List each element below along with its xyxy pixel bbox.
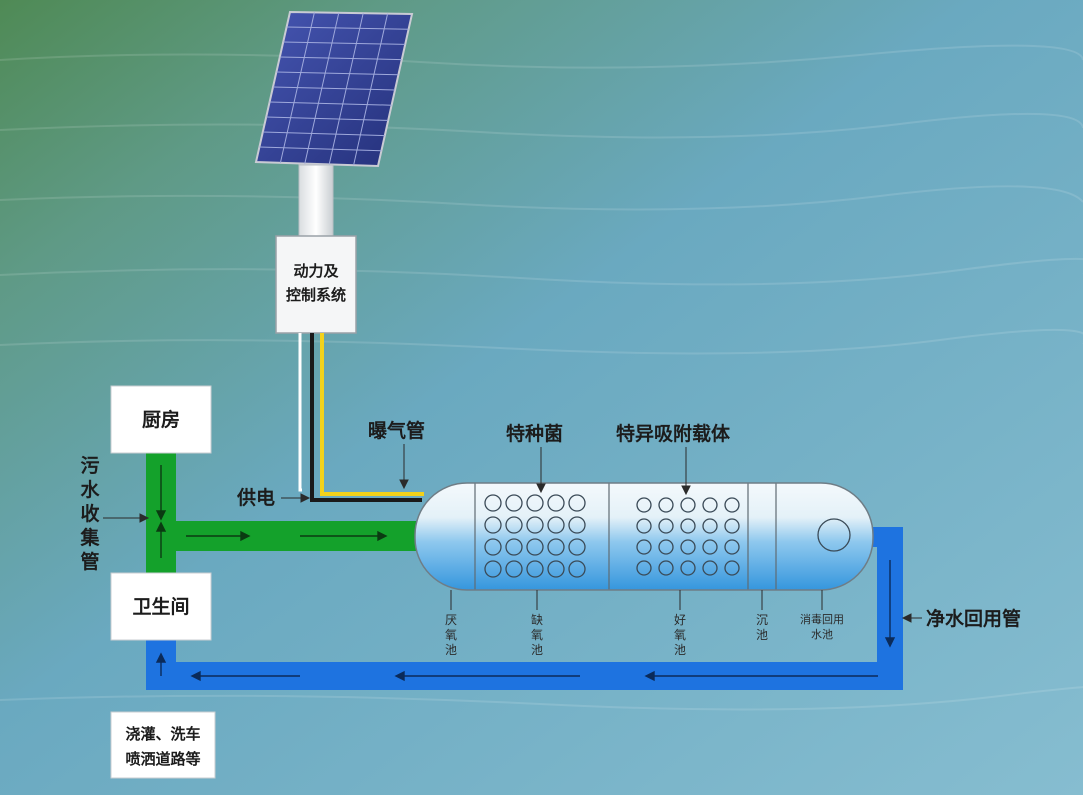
svg-text:水池: 水池 [811, 628, 833, 641]
svg-text:厌: 厌 [445, 613, 457, 627]
svg-text:集: 集 [79, 526, 100, 549]
section-leaders [450, 590, 823, 610]
water-ripples [0, 44, 1083, 711]
section-label-settling: 沉 池 [756, 613, 768, 642]
control-box-label-line1: 动力及 [293, 262, 339, 280]
special-bacteria-label: 特种菌 [506, 422, 563, 445]
special-bacteria-leader [536, 447, 546, 494]
kitchen-box: 厨房 [110, 385, 212, 454]
svg-text:池: 池 [445, 643, 457, 657]
section-label-anoxic: 缺 氧 池 [531, 612, 543, 657]
white-wire [298, 333, 302, 492]
aeration-wire [320, 333, 424, 496]
power-wire [310, 333, 422, 502]
treatment-tank [414, 482, 874, 591]
power-supply-leader [281, 493, 311, 503]
svg-text:好: 好 [674, 613, 686, 627]
solar-pole [298, 164, 334, 238]
svg-text:缺: 缺 [531, 612, 543, 627]
control-box: 动力及 控制系统 [275, 235, 357, 334]
kitchen-label: 厨房 [142, 408, 180, 431]
control-box-label-line2: 控制系统 [286, 286, 346, 304]
section-label-aerobic: 好 氧 池 [674, 613, 686, 657]
anoxic-bubbles [484, 494, 586, 578]
disinfection-ring [817, 518, 851, 552]
reuse-outlet-line2: 喷洒道路等 [125, 750, 200, 768]
section-label-disinfection: 消毒回用 水池 [800, 612, 844, 641]
svg-text:氧: 氧 [445, 628, 457, 642]
aerobic-bubbles [636, 497, 740, 576]
clean-flow-arrows [155, 560, 896, 682]
reuse-outlet-box: 浇灌、洗车 喷洒道路等 [110, 711, 216, 779]
adsorption-carrier-label: 特异吸附载体 [616, 422, 731, 445]
aeration-pipe-label: 曝气管 [368, 419, 425, 442]
svg-text:池: 池 [756, 628, 768, 642]
reuse-outlet-line1: 浇灌、洗车 [125, 725, 200, 743]
svg-text:沉: 沉 [756, 613, 768, 627]
toilet-label: 卫生间 [132, 595, 189, 618]
svg-text:消毒回用: 消毒回用 [800, 612, 844, 626]
power-supply-label: 供电 [236, 486, 275, 509]
svg-text:水: 水 [80, 479, 100, 501]
svg-text:氧: 氧 [674, 628, 686, 642]
aeration-pipe-leader [399, 444, 409, 490]
adsorption-carrier-leader [681, 447, 691, 496]
svg-text:污: 污 [80, 455, 99, 477]
clean-water-pipe-leader [901, 613, 922, 623]
svg-text:池: 池 [674, 643, 686, 657]
svg-text:氧: 氧 [531, 628, 543, 642]
solar-panel [254, 10, 414, 168]
sewage-flow-arrows [155, 465, 388, 558]
sewage-collection-pipe-label: 污 水 收 集 管 [79, 455, 100, 573]
svg-text:管: 管 [80, 550, 99, 573]
section-label-anaerobic: 厌 氧 池 [445, 613, 457, 657]
sewage-collection-pipe-leader [103, 513, 150, 523]
svg-text:收: 收 [80, 502, 99, 525]
clean-water-pipe-label: 净水回用管 [926, 607, 1021, 630]
svg-text:池: 池 [531, 643, 543, 657]
supply-wires [298, 333, 424, 502]
toilet-box: 卫生间 [110, 572, 212, 641]
